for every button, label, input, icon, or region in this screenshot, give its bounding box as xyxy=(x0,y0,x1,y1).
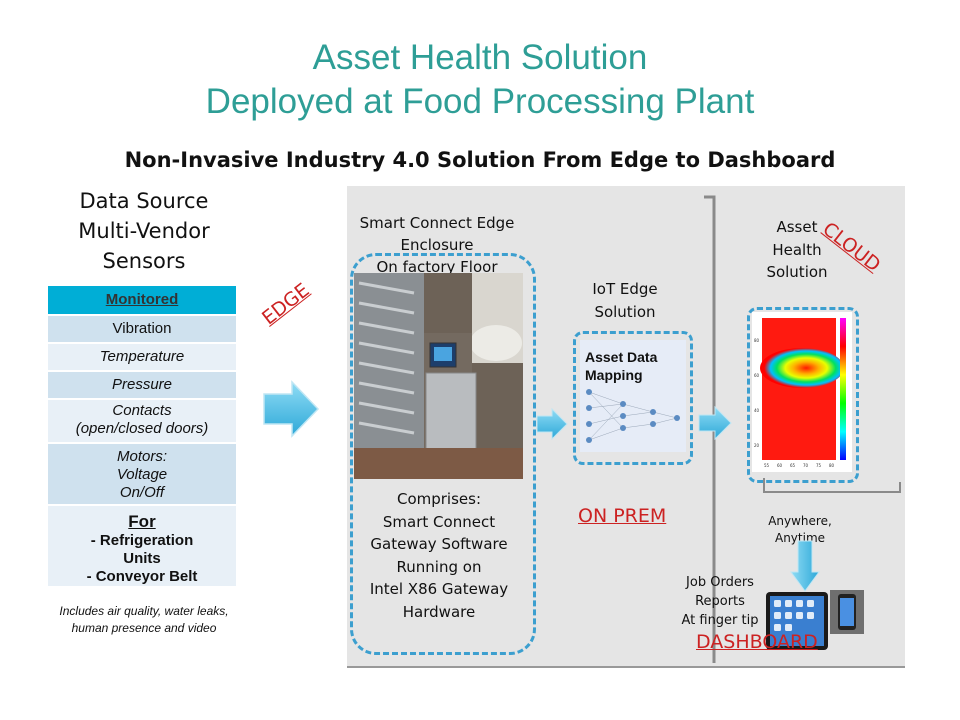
x-tick: 75 xyxy=(816,463,822,468)
data-source-line3: Sensors xyxy=(102,249,186,273)
enclosure-heading: Smart Connect Edge Enclosure On factory … xyxy=(352,212,522,278)
x-tick: 55 xyxy=(764,463,770,468)
card-title-line1: Asset Data xyxy=(585,349,658,365)
job-orders-line1: Job Orders xyxy=(686,575,754,590)
comprises-line3: Gateway Software xyxy=(370,535,508,554)
x-tick: 80 xyxy=(829,463,835,468)
devices-image xyxy=(766,590,864,650)
motors-label: Motors: xyxy=(116,448,167,465)
job-orders-text: Job Orders Reports At finger tip xyxy=(672,573,768,630)
heatmap-image: 55 60 65 70 75 80 80 60 40 20 xyxy=(752,312,852,472)
contacts-label: Contacts xyxy=(112,402,172,419)
edge-enclosure-box xyxy=(350,253,536,655)
data-source-heading: Data Source Multi-Vendor Sensors xyxy=(54,186,234,276)
for-item-units: Units xyxy=(123,550,161,567)
anywhere-line1: Anywhere, xyxy=(768,514,832,528)
contacts-detail: (open/closed doors) xyxy=(75,420,209,437)
subtitle: Non-Invasive Industry 4.0 Solution From … xyxy=(124,148,836,172)
y-tick: 80 xyxy=(754,338,760,343)
dashboard-label: DASHBOARD xyxy=(696,631,818,653)
page-title-line1: Asset Health Solution xyxy=(312,38,648,77)
job-orders-line2: Reports xyxy=(695,594,745,609)
y-tick: 40 xyxy=(754,408,760,413)
table-row-temperature: Temperature xyxy=(48,344,236,372)
comprises-line1: Comprises: xyxy=(396,490,482,508)
x-tick: 60 xyxy=(777,463,783,468)
y-tick: 60 xyxy=(754,373,760,378)
asset-line3: Solution xyxy=(766,263,828,281)
motors-voltage: Voltage xyxy=(116,466,168,483)
asset-line2: Health xyxy=(772,240,822,259)
asset-line1: Asset xyxy=(776,218,818,236)
arrow-right-small-icon xyxy=(536,408,568,440)
x-tick: 65 xyxy=(790,463,796,468)
sensor-table: Monitored Vibration Temperature Pressure… xyxy=(48,286,236,588)
asset-data-mapping-card: Asset Data Mapping xyxy=(580,340,686,452)
anywhere-text: Anywhere, Anytime xyxy=(756,513,844,547)
footnote: Includes air quality, water leaks, human… xyxy=(59,604,229,635)
iot-line2: Solution xyxy=(594,303,656,321)
enclosure-line1: Smart Connect Edge xyxy=(359,214,515,232)
enclosure-line2: Enclosure xyxy=(400,236,474,254)
table-header-monitored: Monitored xyxy=(48,286,236,316)
enclosure-line3: On factory Floor xyxy=(376,258,498,276)
for-label: For xyxy=(128,512,156,531)
data-source-line2: Multi-Vendor xyxy=(78,219,210,243)
factory-photo xyxy=(354,273,523,479)
comprises-line2: Smart Connect xyxy=(382,512,496,531)
iot-line1: IoT Edge xyxy=(592,280,658,298)
asset-data-mapping-title: Asset Data Mapping xyxy=(580,340,686,384)
boundary-line xyxy=(704,195,716,663)
table-row-for: For - Refrigeration Units - Conveyor Bel… xyxy=(48,506,236,588)
table-row-contacts: Contacts (open/closed doors) xyxy=(48,400,236,444)
comprises-line5: Intel X86 Gateway xyxy=(369,580,509,599)
anywhere-line2: Anytime xyxy=(774,531,826,545)
arrow-right-small-icon-2 xyxy=(698,406,732,440)
heatmap-x-ticks: 55 60 65 70 75 80 xyxy=(764,463,835,468)
heatmap-card-box xyxy=(747,307,859,483)
for-item-refrigeration: - Refrigeration xyxy=(90,532,194,549)
data-source-line1: Data Source xyxy=(79,189,209,213)
job-orders-line3: At finger tip xyxy=(681,613,759,628)
comprises-text: Comprises: Smart Connect Gateway Softwar… xyxy=(354,488,524,624)
x-tick: 70 xyxy=(803,463,809,468)
comprises-line6: Hardware xyxy=(402,602,476,621)
asset-health-heading: Asset Health Solution xyxy=(752,216,842,284)
cloud-bracket xyxy=(763,478,901,493)
comprises-line4: Running on xyxy=(396,557,482,576)
table-row-pressure: Pressure xyxy=(48,372,236,400)
table-row-motors: Motors: Voltage On/Off xyxy=(48,444,236,506)
page-title-line2: Deployed at Food Processing Plant xyxy=(205,82,755,121)
motors-onoff: On/Off xyxy=(119,484,165,501)
on-prem-label: ON PREM xyxy=(578,505,667,527)
arrow-right-icon xyxy=(263,380,320,438)
heatmap-y-ticks: 80 60 40 20 xyxy=(754,338,760,448)
card-title-line2: Mapping xyxy=(585,367,643,383)
y-tick: 20 xyxy=(754,443,760,448)
iot-heading: IoT Edge Solution xyxy=(575,278,675,324)
edge-label: EDGE xyxy=(258,279,314,330)
for-item-conveyor: - Conveyor Belt xyxy=(86,568,198,585)
iot-card-box xyxy=(573,331,693,465)
arrow-down-icon xyxy=(790,540,820,592)
neural-network-icon xyxy=(586,389,680,443)
table-row-vibration: Vibration xyxy=(48,316,236,344)
